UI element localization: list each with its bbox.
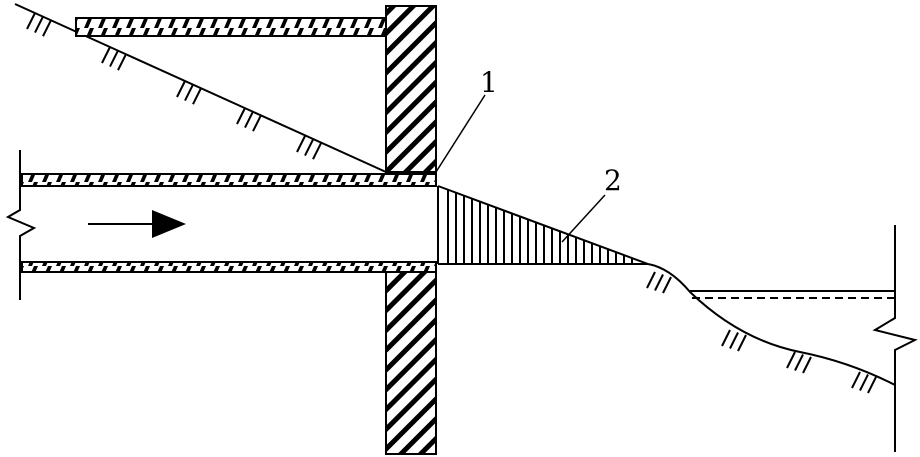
ground-hatch-tick xyxy=(786,351,796,369)
ground-hatch-tick xyxy=(184,84,194,102)
ground-hatch-tick xyxy=(802,356,812,374)
label-2: 2 xyxy=(604,164,622,197)
ground-hatch-tick xyxy=(117,53,127,71)
ground-hatch-tick xyxy=(304,139,314,157)
ground-hatch-tick xyxy=(34,16,44,34)
leader-1 xyxy=(435,94,486,173)
ground-hatch-tick xyxy=(737,334,747,352)
flow-arrow-head xyxy=(152,210,186,238)
ground-hatch-tick xyxy=(851,371,861,389)
ground-hatch-tick xyxy=(867,376,877,394)
ground-hatch-tick xyxy=(109,50,119,68)
ground-hatch-tick xyxy=(42,19,52,37)
ground-hatch-tick xyxy=(26,12,36,30)
downstream-slope-hatch xyxy=(646,271,877,394)
top-slab xyxy=(75,17,387,37)
upper-slope-hatch xyxy=(26,12,322,160)
ground-hatch-tick xyxy=(236,107,246,125)
ground-hatch-tick xyxy=(662,276,672,294)
label-1: 1 xyxy=(480,66,498,99)
ground-hatch-tick xyxy=(244,111,254,129)
pipe-bottom-wall xyxy=(21,261,437,273)
pipe-top-wall xyxy=(21,173,437,187)
headwall-upper xyxy=(385,5,437,173)
ground-hatch-tick xyxy=(252,114,262,132)
ground-hatch-tick xyxy=(176,80,186,98)
ground-hatch-tick xyxy=(729,332,739,349)
apron-hatch xyxy=(447,189,633,264)
headwall-lower xyxy=(385,269,437,455)
left-break-line xyxy=(5,150,37,300)
ground-hatch-tick xyxy=(312,142,322,160)
right-break-line xyxy=(872,225,918,452)
ground-hatch-tick xyxy=(101,46,111,64)
ground-hatch-tick xyxy=(859,374,869,391)
ground-hatch-tick xyxy=(654,274,664,291)
ground-hatch-tick xyxy=(721,329,731,347)
ground-hatch-tick xyxy=(794,354,804,371)
leader-2 xyxy=(561,194,606,243)
ground-hatch-tick xyxy=(296,135,306,153)
ground-hatch-tick xyxy=(192,87,202,105)
downstream-slope-line xyxy=(647,263,896,386)
ground-hatch-tick xyxy=(646,271,656,289)
